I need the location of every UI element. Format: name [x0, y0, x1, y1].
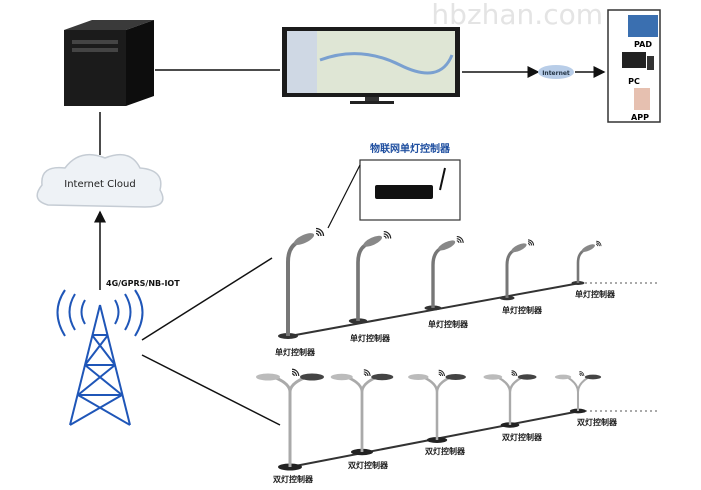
- tower-single-link: [141, 257, 273, 341]
- double-street-lamp-icon: [275, 376, 305, 467]
- double-controller-label: 双灯控制器: [348, 460, 389, 470]
- wifi-signal-icon: [511, 372, 516, 377]
- wifi-signal-icon: [315, 227, 325, 237]
- double-street-lamp-icon: [567, 377, 589, 411]
- pc-icon: [622, 52, 646, 68]
- double-street-lamp-icon: [348, 376, 376, 452]
- lamp-head: [330, 373, 353, 381]
- wifi-signal-icon: [511, 373, 514, 377]
- wifi-signal-icon: [596, 242, 600, 247]
- controller-callout: [327, 164, 361, 229]
- lamp-head: [445, 374, 466, 380]
- lamp-head: [438, 240, 456, 251]
- wifi-signal-icon: [438, 371, 444, 377]
- pc-label: PC: [628, 77, 640, 86]
- pad-label: PAD: [634, 40, 652, 49]
- lamp-head: [483, 374, 503, 380]
- lamp-head: [581, 244, 595, 252]
- internet-cloud-icon: [36, 153, 164, 208]
- double-street-lamp-icon: [498, 376, 522, 425]
- wifi-signal-icon: [363, 373, 367, 377]
- single-street-lamp-icon: [576, 248, 586, 283]
- wifi-signal-icon: [315, 230, 322, 237]
- server-icon: [64, 20, 154, 106]
- controller-title: 物联网单灯控制器: [370, 142, 451, 155]
- cloud-label: Internet Cloud: [64, 179, 135, 190]
- tower-double-link: [141, 354, 281, 426]
- single-street-lamp-icon: [356, 242, 369, 321]
- devices-box: PAD PC APP: [607, 9, 661, 123]
- wifi-signal-icon: [511, 370, 518, 377]
- lamp-head: [408, 374, 429, 380]
- wifi-signal-icon: [383, 230, 392, 239]
- wifi-signal-icon: [596, 240, 602, 247]
- lamp-head: [584, 374, 602, 380]
- wifi-signal-icon: [456, 235, 464, 243]
- wifi-signal-icon: [438, 373, 442, 377]
- wifi-signal-icon: [291, 368, 300, 377]
- wifi-signal-icon: [383, 235, 387, 239]
- double-controller-label: 双灯控制器: [502, 432, 543, 442]
- wifi-signal-icon: [438, 369, 445, 377]
- monitor-icon: [282, 27, 460, 104]
- single-controller-label: 单灯控制器: [275, 347, 316, 357]
- controller-device-icon: [375, 185, 433, 199]
- watermark: hbzhan.com: [431, 0, 603, 31]
- wifi-signal-icon: [579, 372, 583, 377]
- wifi-signal-icon: [527, 239, 535, 246]
- single-controller-label: 单灯控制器: [502, 305, 543, 315]
- lamp-head: [256, 373, 280, 381]
- wifi-signal-icon: [315, 232, 320, 237]
- wifi-signal-icon: [527, 243, 531, 246]
- wifi-signal-icon: [363, 371, 369, 377]
- wifi-signal-icon: [456, 240, 460, 244]
- cell-tower-icon: [56, 289, 144, 426]
- lamp-head: [371, 373, 394, 381]
- lamp-head: [293, 233, 315, 245]
- wifi-signal-icon: [456, 238, 462, 244]
- app-label: APP: [631, 113, 649, 122]
- wifi-signal-icon: [383, 233, 389, 239]
- lamp-head: [554, 374, 572, 380]
- single-controller-label: 单灯控制器: [575, 289, 616, 299]
- wifi-signal-icon: [527, 241, 533, 246]
- internet-cloud-small: [538, 65, 574, 79]
- lamp-head: [300, 373, 324, 381]
- wifi-signal-icon: [291, 370, 298, 377]
- lamp-head: [363, 235, 383, 247]
- single-controller-label: 单灯控制器: [428, 319, 469, 329]
- single-controller-label: 单灯控制器: [350, 333, 391, 343]
- network-label: 4G/GPRS/NB-IOT: [106, 279, 180, 288]
- wifi-signal-icon: [363, 369, 371, 377]
- double-controller-label: 双灯控制器: [273, 474, 314, 484]
- lamp-head: [511, 243, 527, 253]
- wifi-signal-icon: [579, 371, 585, 377]
- lamp-head: [517, 374, 537, 380]
- app-icon: [634, 88, 650, 110]
- single-street-lamp-icon: [286, 240, 300, 336]
- single-street-lamp-icon: [431, 246, 443, 308]
- internet-label: Internet: [542, 70, 570, 77]
- single-street-lamp-icon: [505, 248, 516, 298]
- wifi-signal-icon: [596, 244, 599, 247]
- wifi-signal-icon: [291, 373, 295, 377]
- wifi-signal-icon: [579, 374, 582, 377]
- double-street-lamp-icon: [424, 376, 450, 440]
- double-controller-label: 双灯控制器: [577, 417, 618, 427]
- double-controller-label: 双灯控制器: [425, 446, 466, 456]
- tablet-icon: [628, 15, 658, 37]
